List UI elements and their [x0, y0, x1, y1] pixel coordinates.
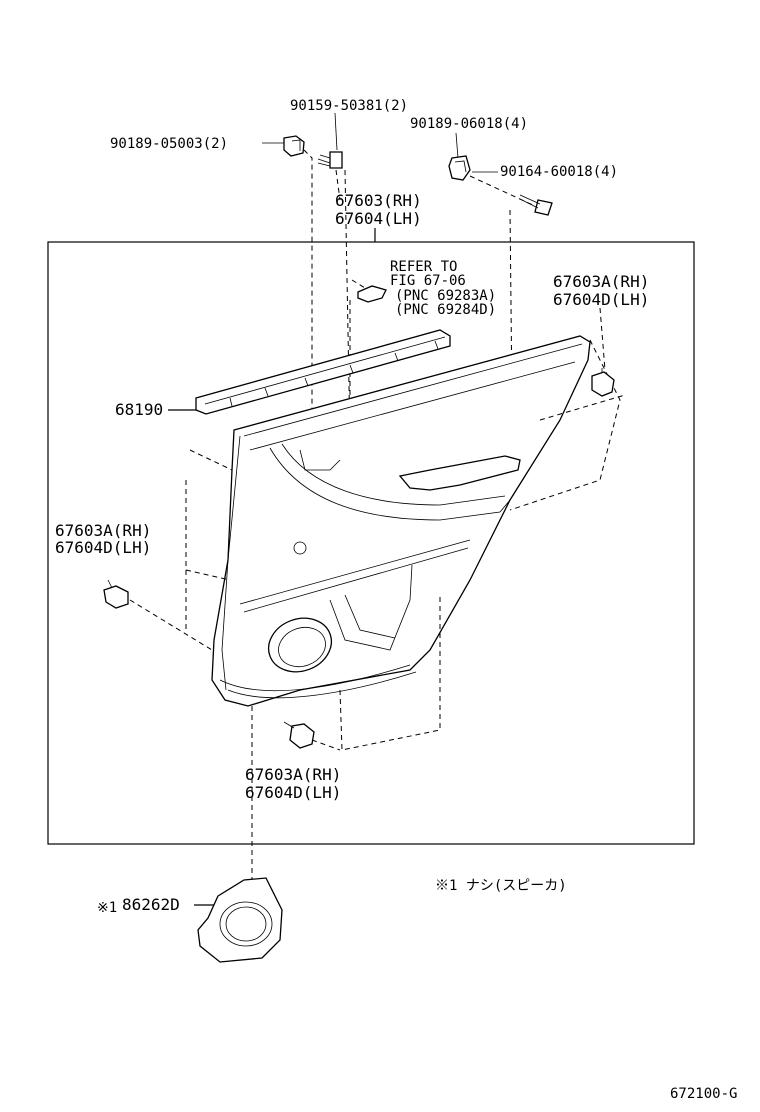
label-86262d[interactable]: 86262D: [122, 895, 180, 914]
refer-line-4: (PNC 69284D): [395, 302, 496, 318]
label-67604d-lh-bottom[interactable]: 67604D(LH): [245, 783, 341, 802]
speaker-bracket-86262d[interactable]: [197, 877, 283, 963]
label-90159-50381[interactable]: 90159-50381(2): [290, 98, 408, 114]
label-90164-60018[interactable]: 90164-60018(4): [500, 164, 618, 180]
clip-67603a-left[interactable]: [103, 579, 129, 609]
weatherstrip-68190[interactable]: [195, 329, 451, 415]
speaker-grille[interactable]: [261, 610, 339, 681]
bolt-90159-50381-icon[interactable]: [317, 151, 343, 169]
refer-line-1: REFER TO: [390, 259, 457, 275]
screw-90164-60018-icon[interactable]: [519, 194, 553, 216]
label-67603a-rh-bottom[interactable]: 67603A(RH): [245, 765, 341, 784]
label-68190[interactable]: 68190: [115, 400, 163, 419]
label-67604-lh[interactable]: 67604(LH): [335, 209, 422, 228]
refer-clip-icon: [349, 279, 387, 440]
assembly-frame: [47, 241, 695, 845]
label-90189-06018[interactable]: 90189-06018(4): [410, 116, 528, 132]
refer-line-2[interactable]: FIG 67-06: [390, 273, 466, 289]
label-67603a-rh-left[interactable]: 67603A(RH): [55, 521, 151, 540]
clip-67603a-bottom[interactable]: [283, 721, 315, 749]
door-trim-board[interactable]: [211, 335, 591, 707]
label-67604d-lh-left[interactable]: 67604D(LH): [55, 538, 151, 557]
clip-90189-05003-icon[interactable]: [283, 135, 305, 157]
clip-90189-06018-icon[interactable]: [448, 155, 471, 181]
clip-67603a-right[interactable]: [591, 368, 615, 397]
label-67604d-lh-right[interactable]: 67604D(LH): [553, 290, 649, 309]
label-67603-rh[interactable]: 67603(RH): [335, 191, 422, 210]
refer-line-3: (PNC 69283A): [395, 288, 496, 304]
label-67603a-rh-right[interactable]: 67603A(RH): [553, 272, 649, 291]
label-90189-05003[interactable]: 90189-05003(2): [110, 136, 228, 152]
figure-code: 672100-G: [670, 1086, 737, 1102]
speaker-mark: ※1: [97, 900, 117, 916]
speaker-note: ※1 ナシ(スピーカ): [435, 878, 567, 894]
